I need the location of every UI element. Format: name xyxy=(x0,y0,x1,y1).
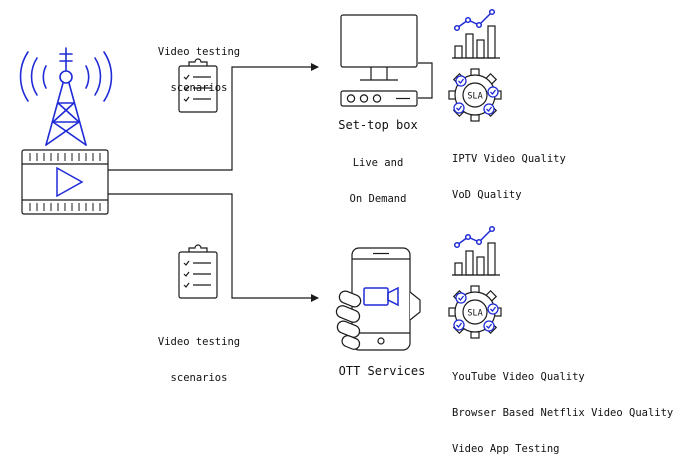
iptv-metrics: IPTV Video Quality VoD Quality xyxy=(452,129,566,213)
arrow-to-settop xyxy=(108,63,319,171)
settop-subtitle-line1: Live and xyxy=(352,157,404,169)
settop-subtitle-line2: On Demand xyxy=(349,193,407,205)
broadcast-tower-icon xyxy=(19,47,113,146)
connector-arrows xyxy=(108,62,433,302)
ott-metric-3: Video App Testing xyxy=(452,443,560,455)
scenario-label-bottom: Video testing scenarios xyxy=(150,312,248,396)
iptv-metric-2: VoD Quality xyxy=(452,189,522,201)
diagram-canvas: SLA xyxy=(19,8,502,351)
scenario-label-bottom-line2: scenarios xyxy=(170,372,228,384)
sla-label: SLA xyxy=(467,92,482,102)
bar-chart-trend-icon xyxy=(452,225,500,276)
settop-title: Set-top box xyxy=(338,118,418,132)
ott-metric-1: YouTube Video Quality xyxy=(452,371,585,383)
iptv-metric-1: IPTV Video Quality xyxy=(452,153,566,165)
ott-metric-2: Browser Based Netflix Video Quality xyxy=(452,407,674,419)
scenario-label-top: Video testing scenarios xyxy=(150,22,248,106)
arrow-to-ott xyxy=(108,193,319,302)
settop-to-metrics-line xyxy=(418,62,433,99)
sla-gear-icon: SLA xyxy=(448,68,502,122)
video-player-icon xyxy=(21,149,109,215)
scenario-label-bottom-line1: Video testing xyxy=(157,336,241,348)
scenario-label-top-line1: Video testing xyxy=(157,46,241,58)
set-top-box-icon xyxy=(340,14,418,107)
clipboard-checklist-icon xyxy=(178,58,218,113)
settop-subtitle: Live and On Demand xyxy=(326,133,430,217)
ott-title: OTT Services xyxy=(338,364,426,378)
scenario-label-top-line2: scenarios xyxy=(170,82,228,94)
ott-metrics: YouTube Video Quality Browser Based Netf… xyxy=(452,347,673,467)
sla-gear-icon: SLA xyxy=(448,285,502,339)
clipboard-checklist-icon xyxy=(178,244,218,299)
smartphone-video-icon xyxy=(335,247,421,351)
bar-chart-trend-icon xyxy=(452,8,500,59)
sla-label: SLA xyxy=(467,309,482,319)
